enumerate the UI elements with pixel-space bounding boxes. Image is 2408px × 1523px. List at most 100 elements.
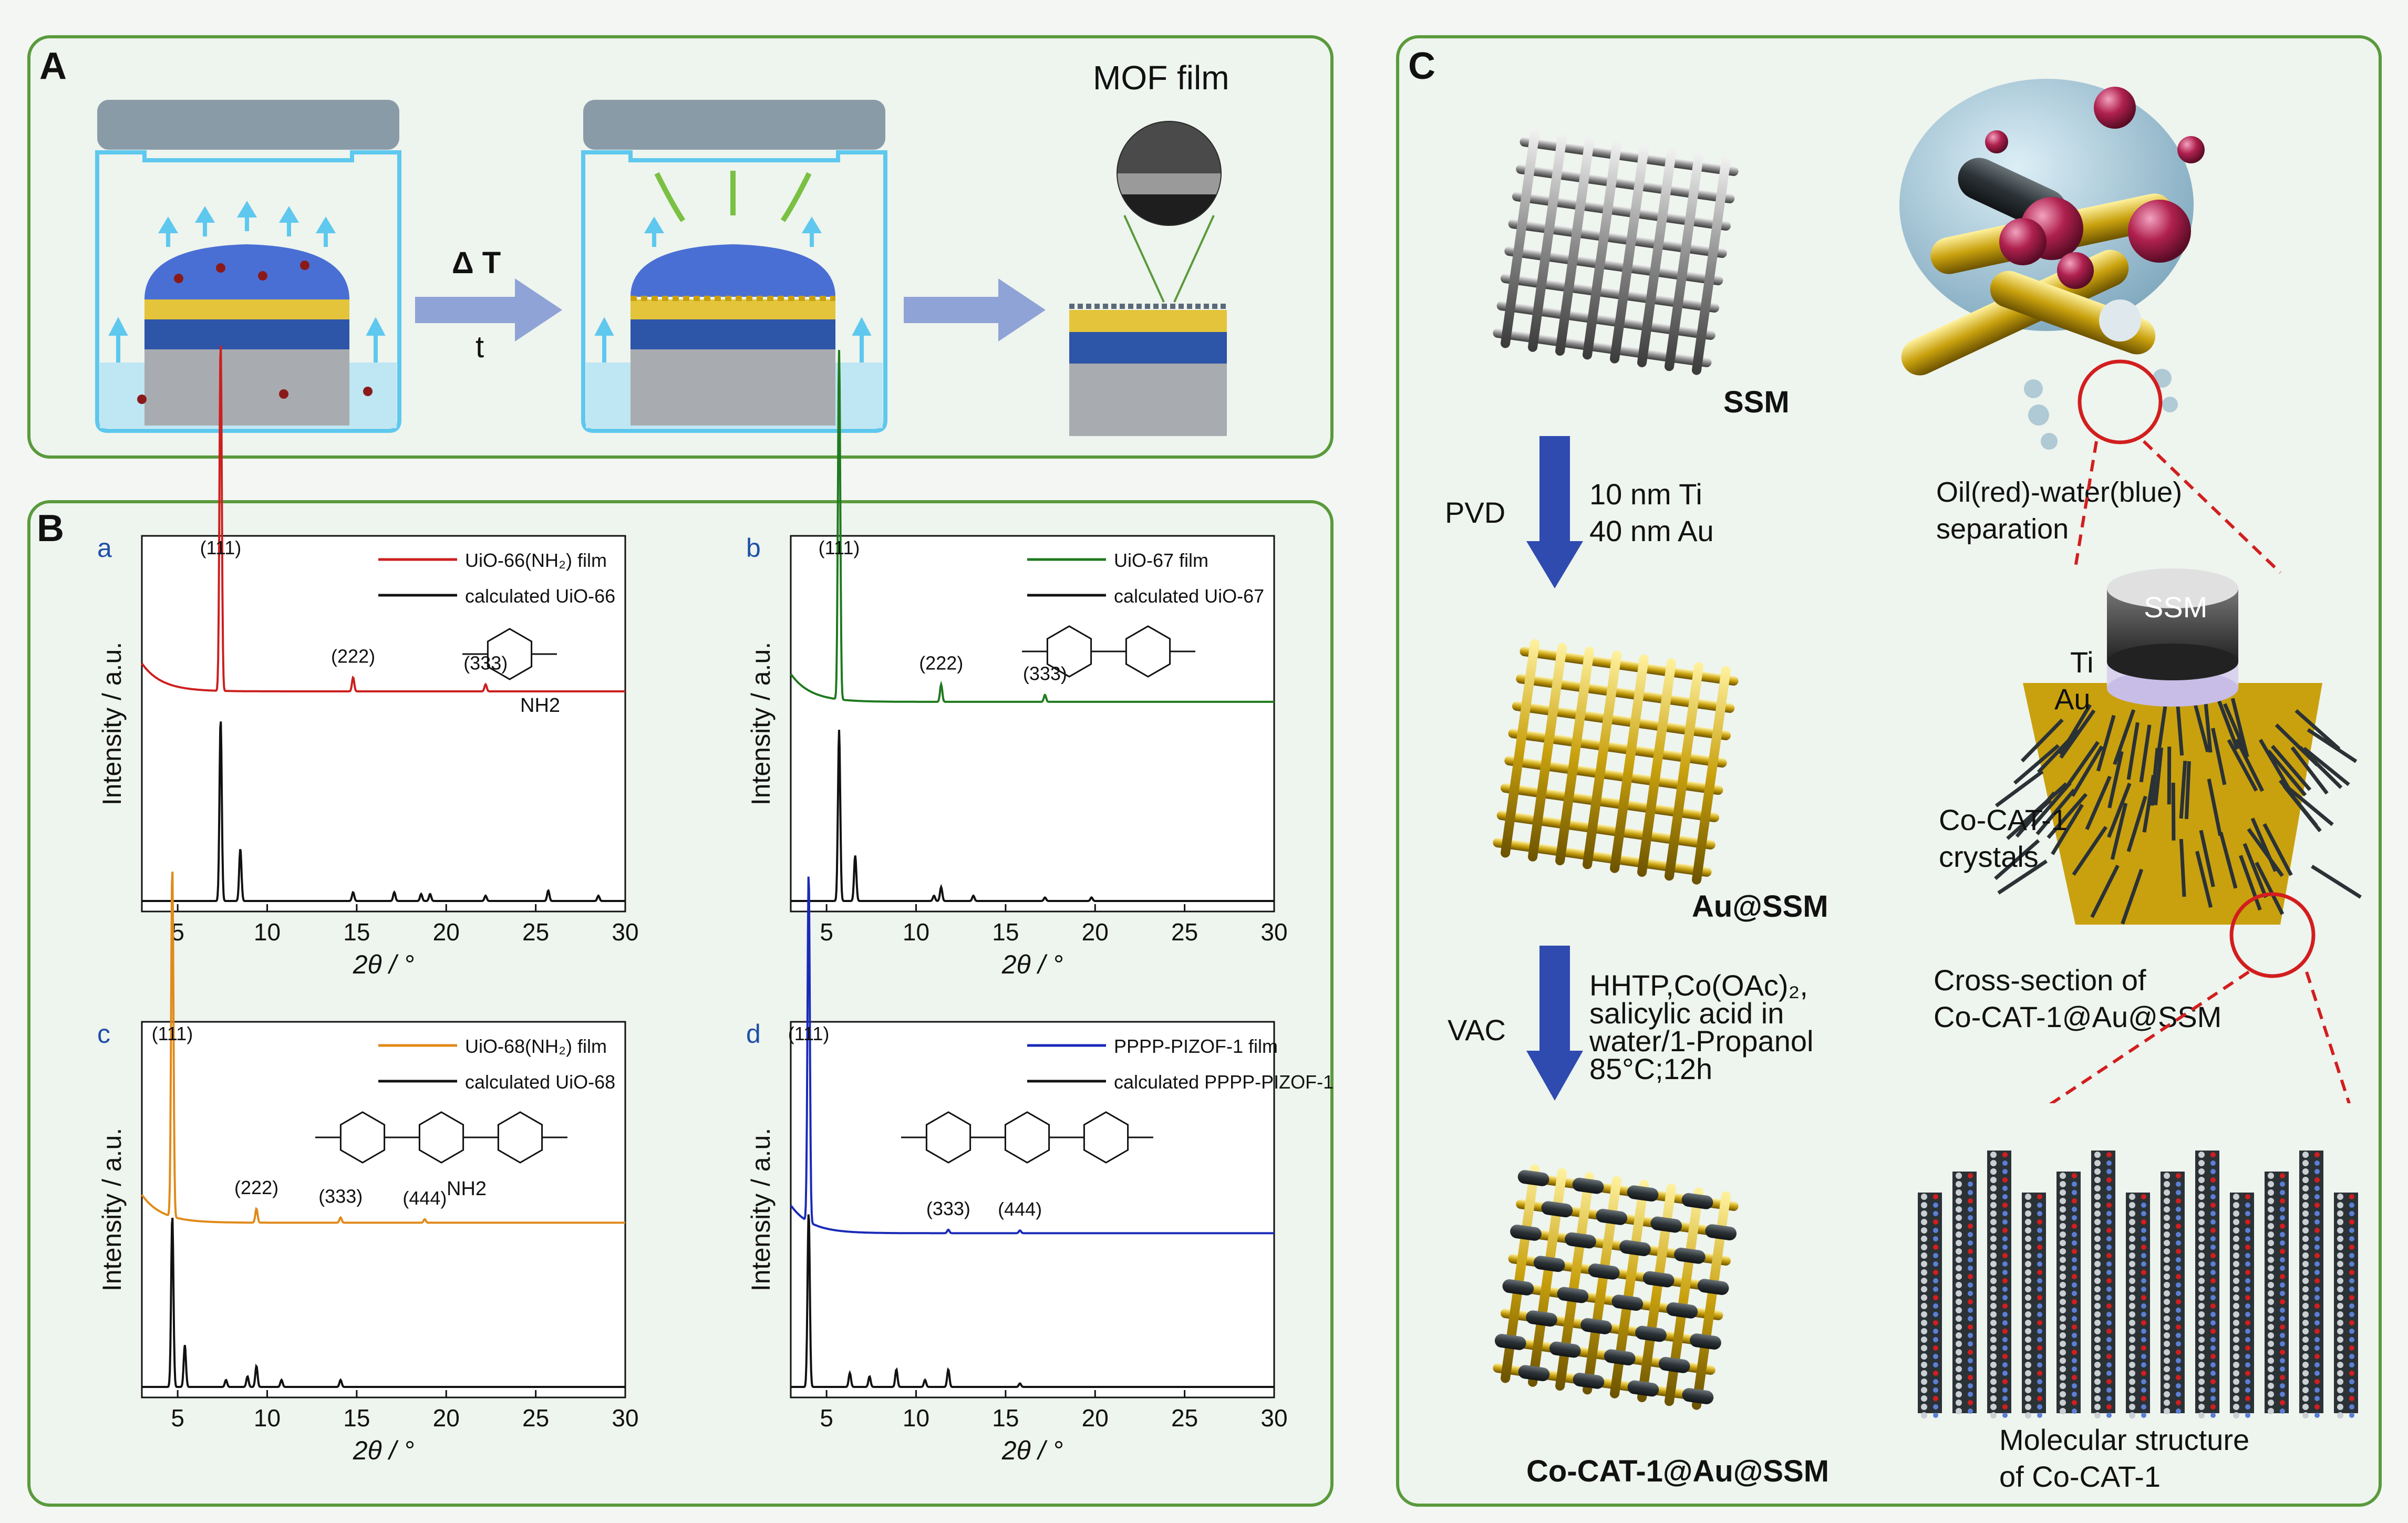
atom [2141, 1295, 2146, 1300]
atom [2094, 1168, 2101, 1175]
atom [2280, 1274, 2285, 1279]
atom [1933, 1371, 1938, 1376]
atom [2176, 1232, 2181, 1237]
atom [2198, 1294, 2205, 1301]
atom [2106, 1379, 2112, 1384]
pvd-line-1: 10 nm Ti [1589, 478, 1702, 511]
atom [2302, 1219, 2309, 1225]
atom [1990, 1210, 1997, 1217]
atom [1933, 1312, 1938, 1317]
atom [1990, 1320, 1997, 1326]
atom [2094, 1395, 2101, 1402]
atom [2314, 1194, 2320, 1199]
atom [2025, 1286, 2031, 1292]
atom [2002, 1245, 2008, 1250]
atom [2072, 1173, 2077, 1178]
oil-water-line-2: separation [1936, 513, 2069, 545]
atom [2072, 1207, 2077, 1212]
atom [2337, 1244, 2343, 1250]
atom [2106, 1161, 2112, 1166]
atom [2072, 1182, 2077, 1187]
atom [2302, 1278, 2309, 1284]
atom [2060, 1273, 2066, 1280]
atom [1921, 1345, 1927, 1351]
atom [1968, 1400, 1973, 1405]
atom [2141, 1203, 2146, 1208]
atom [1956, 1307, 1962, 1313]
atom [2268, 1315, 2274, 1322]
reflection-label: (333) [318, 1185, 363, 1207]
atom [2280, 1324, 2285, 1330]
atom [2210, 1245, 2216, 1250]
atom [2314, 1354, 2320, 1359]
atom [1921, 1269, 1927, 1276]
atom [2037, 1379, 2042, 1384]
atom [2280, 1224, 2285, 1229]
atom [2349, 1270, 2354, 1275]
atom [1956, 1198, 1962, 1204]
atom [2106, 1404, 2112, 1410]
atom [2164, 1189, 2170, 1196]
atom [2129, 1303, 2135, 1309]
atom [2025, 1345, 2031, 1351]
atom [1968, 1274, 1973, 1279]
atom [2072, 1291, 2077, 1296]
atom [2106, 1303, 2112, 1309]
atom [1933, 1228, 1938, 1233]
atom [2060, 1248, 2066, 1255]
atom [2025, 1278, 2031, 1284]
atom [2337, 1336, 2343, 1343]
atom [2280, 1408, 2285, 1414]
atom [2233, 1294, 2239, 1301]
atom [2060, 1307, 2066, 1313]
atom [2025, 1370, 2031, 1376]
atom [2060, 1198, 2066, 1204]
atom [1968, 1291, 1973, 1296]
atom [2245, 1387, 2250, 1393]
atom [2314, 1413, 2320, 1418]
atom [2210, 1270, 2216, 1275]
atom [2141, 1303, 2146, 1309]
atom [2106, 1236, 2112, 1241]
legend-label: UiO-67 film [1114, 550, 1208, 571]
atom [2210, 1320, 2216, 1325]
atom [1921, 1336, 1927, 1343]
atom [2106, 1177, 2112, 1183]
atom [2245, 1245, 2250, 1250]
atom [2129, 1353, 2135, 1360]
atom [1990, 1227, 1997, 1234]
atom [2094, 1202, 2101, 1208]
atom [1968, 1392, 1973, 1397]
atom [2176, 1350, 2181, 1355]
atom [1921, 1202, 1927, 1208]
panel-a-letter: A [39, 45, 67, 87]
atom [1990, 1362, 1997, 1368]
atom [2141, 1371, 2146, 1376]
crystal-rod [2186, 761, 2189, 819]
atom [2072, 1358, 2077, 1363]
atom [2106, 1371, 2112, 1376]
atom [2094, 1152, 2101, 1158]
atom [1968, 1224, 1973, 1229]
atom [2002, 1177, 2008, 1183]
atom [2302, 1395, 2309, 1402]
atom [2072, 1198, 2077, 1204]
atom [2337, 1353, 2343, 1360]
atom [2280, 1207, 2285, 1212]
atom [2198, 1261, 2205, 1267]
atom [2094, 1244, 2101, 1250]
atom [2141, 1387, 2146, 1393]
atom [2198, 1379, 2205, 1385]
atom [2314, 1345, 2320, 1351]
atom [2141, 1345, 2146, 1351]
atom [2094, 1320, 2101, 1326]
legend-label: calculated UiO-67 [1114, 585, 1264, 607]
atom [2349, 1253, 2354, 1258]
x-tick-label: 25 [522, 918, 549, 946]
x-axis-label: 2θ / ° [1001, 950, 1063, 979]
atom [2072, 1249, 2077, 1254]
atom [2002, 1345, 2008, 1351]
atom [2094, 1353, 2101, 1360]
atom [1956, 1282, 1962, 1288]
atom [2349, 1413, 2354, 1418]
